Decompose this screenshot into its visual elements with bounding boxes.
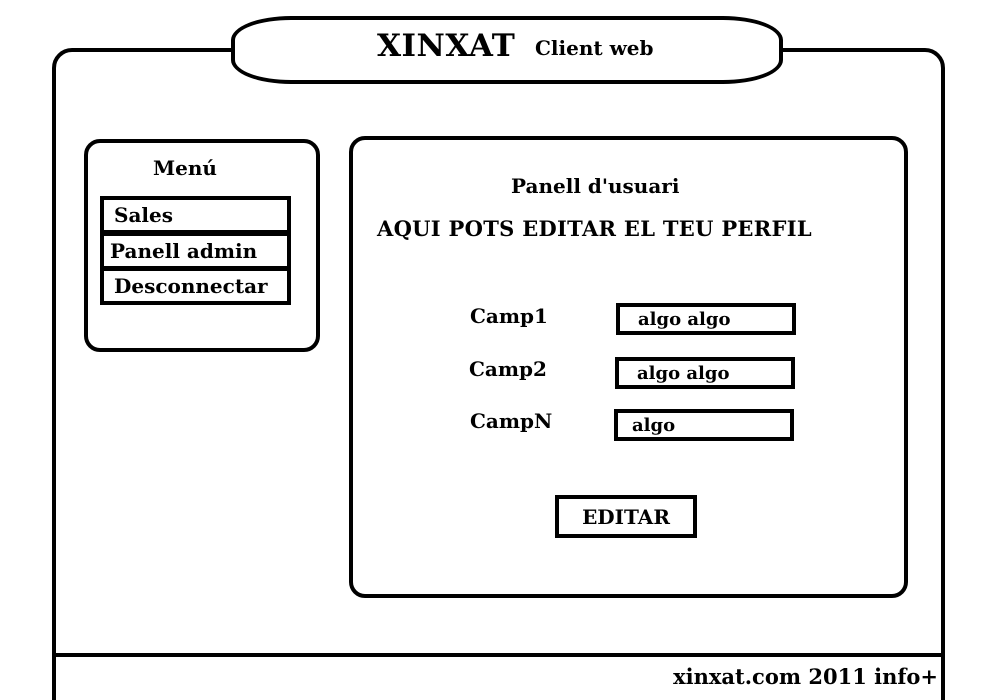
edit-button[interactable]: EDITAR bbox=[555, 495, 697, 538]
campn-input[interactable] bbox=[614, 409, 794, 441]
field-label-camp1: Camp1 bbox=[470, 304, 548, 328]
user-panel bbox=[349, 136, 908, 598]
menu-title: Menú bbox=[153, 156, 217, 180]
panel-heading: AQUI POTS EDITAR EL TEU PERFIL bbox=[377, 216, 812, 241]
panel-title: Panell d'usuari bbox=[511, 174, 680, 198]
menu-item-panell-admin[interactable]: Panell admin bbox=[100, 232, 291, 270]
sidebar-menu bbox=[84, 139, 320, 352]
field-label-campn: CampN bbox=[470, 409, 553, 433]
app-title: XINXAT bbox=[377, 28, 516, 64]
app-subtitle: Client web bbox=[535, 36, 654, 60]
camp2-input[interactable] bbox=[615, 357, 795, 389]
header-banner bbox=[231, 16, 783, 84]
field-label-camp2: Camp2 bbox=[469, 357, 547, 381]
menu-item-sales[interactable]: Sales bbox=[100, 196, 291, 234]
menu-item-desconnectar[interactable]: Desconnectar bbox=[100, 267, 291, 305]
footer-text: xinxat.com 2011 info+ bbox=[673, 664, 938, 689]
footer-divider bbox=[52, 653, 945, 657]
camp1-input[interactable] bbox=[616, 303, 796, 335]
